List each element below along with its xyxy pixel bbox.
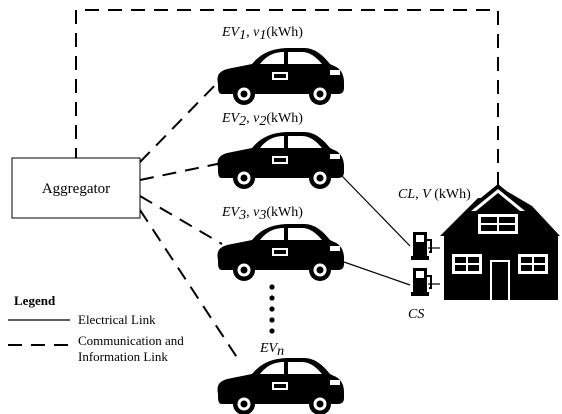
charging-station: CS [408,231,432,322]
ellipsis-dots [269,284,275,334]
legend-communication-label-2: Information Link [78,349,168,364]
legend: Legend Electrical Link Communication and… [8,293,184,364]
ev-3: EV3, v3(kWh) [217,205,344,281]
car-icon [217,48,344,105]
legend-title: Legend [14,293,56,308]
house-label: CL, V (kWh) [398,187,471,202]
electrical-link-ev3-cs [343,261,411,286]
ev-1-label: EV1, v1(kWh) [221,25,303,43]
ev-n-label: EVn [259,341,284,359]
comm-link-top-loop [75,9,499,186]
ev-3-label: EV3, v3(kWh) [221,205,303,223]
legend-electrical-label: Electrical Link [78,312,156,327]
legend-communication-label-1: Communication and [78,333,184,348]
ev-1: EV1, v1(kWh) [217,25,344,105]
comm-link-ev2 [139,162,223,181]
charger-icon [410,267,432,297]
comm-link-evn [139,209,241,363]
cs-label: CS [408,307,424,322]
ev-n: EVn [217,341,344,414]
ev-2: EV2, v2(kWh) [217,111,344,189]
ev-2-label: EV2, v2(kWh) [221,111,303,129]
electrical-link-ev2-cs [341,175,411,247]
car-icon [217,224,344,281]
aggregator-node: Aggregator [11,157,141,219]
charger-icon [410,231,432,261]
comm-link-ev1 [139,77,223,163]
car-icon [217,132,344,189]
comm-link-ev3 [139,195,223,245]
car-icon [217,358,344,414]
communication-links [75,9,499,363]
aggregator-label: Aggregator [42,181,110,197]
aggregator-box [11,157,141,219]
house: CL, V (kWh) [398,184,560,300]
